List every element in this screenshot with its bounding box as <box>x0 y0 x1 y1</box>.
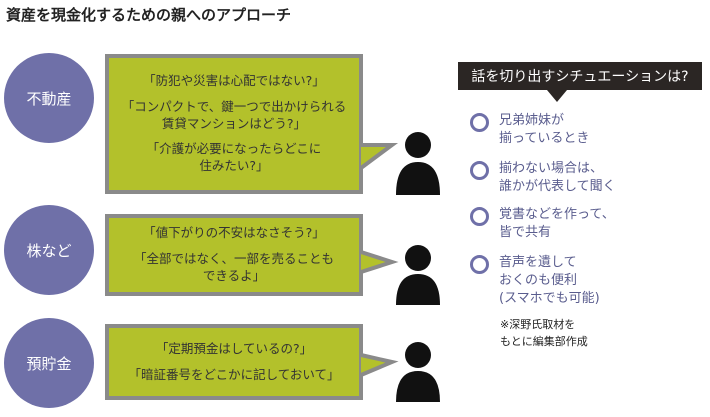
situation-text: 音声を遺して おくのも便利 (スマホでも可能) <box>499 255 600 307</box>
person-icon <box>396 245 440 305</box>
circle-bullet-icon <box>470 255 489 274</box>
speech-bubble-savings: 「定期預金はしているの?」 「暗証番号をどこかに記しておいて」 <box>105 324 363 400</box>
circle-bullet-icon <box>470 207 489 226</box>
speech-bubble-real-estate: 「防犯や災害は心配ではない?」 「コンパクトで、鍵一つで出かけられる 賃貸マンシ… <box>105 54 363 194</box>
situation-item: 揃わない場合は、 誰かが代表して聞く <box>470 160 616 196</box>
person-icon <box>396 132 440 195</box>
source-note: ※深野氏取材を もとに編集部作成 <box>500 318 588 349</box>
speech-bubble-stocks: 「値下がりの不安はなさそう?」 「全部ではなく、一部を売ることも できるよ」 <box>105 214 363 296</box>
quote: 「コンパクトで、鍵一つで出かけられる 賃貸マンションはどう?」 <box>121 98 347 131</box>
bubble-tail <box>359 143 399 377</box>
situation-text: 揃わない場合は、 誰かが代表して聞く <box>499 161 616 195</box>
quote: 「定期預金はしているの?」 <box>155 340 313 356</box>
situation-item: 覚書などを作って、 皆で共有 <box>470 206 615 242</box>
page-title: 資産を現金化するための親へのアプローチ <box>6 6 292 24</box>
situation-item: 音声を遺して おくのも便利 (スマホでも可能) <box>470 254 600 309</box>
person-icon <box>396 342 440 402</box>
quote: 「値下がりの不安はなさそう?」 <box>143 225 325 241</box>
header-pointer <box>547 90 567 102</box>
category-circle-savings: 預貯金 <box>4 318 94 408</box>
situation-text: 兄弟姉妹が 揃っているとき <box>499 113 590 147</box>
category-circle-real-estate: 不動産 <box>4 53 94 143</box>
situations-header: 話を切り出すシチュエーションは? <box>458 62 702 90</box>
situation-item: 兄弟姉妹が 揃っているとき <box>470 112 589 148</box>
quote: 「防犯や災害は心配ではない?」 <box>143 72 325 88</box>
circle-bullet-icon <box>470 161 489 180</box>
quote: 「全部ではなく、一部を売ることも できるよ」 <box>133 251 334 283</box>
circle-bullet-icon <box>470 113 489 132</box>
quote: 「介護が必要になったらどこに 住みたい?」 <box>146 141 322 174</box>
category-circle-stocks: 株など <box>4 205 94 295</box>
situation-text: 覚書などを作って、 皆で共有 <box>499 207 615 241</box>
quote: 「暗証番号をどこかに記しておいて」 <box>128 366 340 382</box>
